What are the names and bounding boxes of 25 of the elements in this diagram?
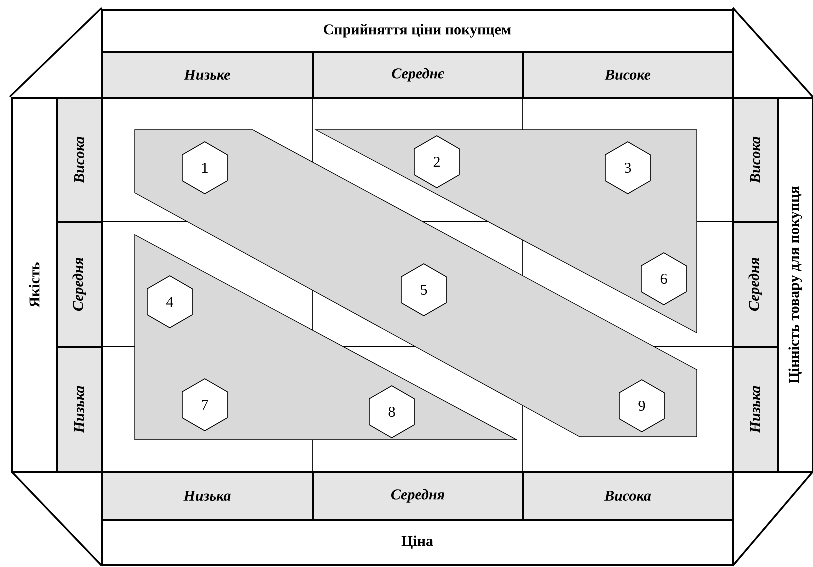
- level-header: Середня: [312, 471, 524, 521]
- segment-hexagon: 9: [619, 380, 665, 432]
- level-header: Низьке: [101, 51, 314, 99]
- level-header: Низька: [56, 346, 103, 473]
- level-header: Низька: [732, 346, 779, 473]
- level-header: Середня: [732, 221, 779, 348]
- segment-hexagon: 1: [182, 142, 228, 194]
- axis-title-box: Цінність товару для покупця: [777, 97, 813, 473]
- level-header: Висока: [732, 97, 779, 223]
- axis-title-box: Якість: [11, 97, 58, 473]
- segment-hexagon: 4: [147, 276, 193, 328]
- level-header: Низька: [101, 471, 314, 521]
- segment-hexagon: 5: [401, 264, 447, 316]
- segment-hexagon: 7: [182, 378, 228, 432]
- axis-title-box: Сприйняття ціни покупцем: [101, 9, 734, 53]
- level-header: Середня: [56, 221, 103, 348]
- level-header: Висока: [56, 97, 103, 223]
- axis-title-box: Ціна: [101, 519, 734, 566]
- level-header: Висока: [522, 471, 734, 521]
- segment-hexagon: 2: [414, 136, 460, 188]
- level-header: Середнє: [312, 51, 524, 99]
- segment-hexagon: 6: [641, 252, 687, 306]
- segment-hexagon: 3: [605, 142, 651, 194]
- segment-hexagon: 8: [369, 386, 415, 438]
- level-header: Високе: [522, 51, 734, 99]
